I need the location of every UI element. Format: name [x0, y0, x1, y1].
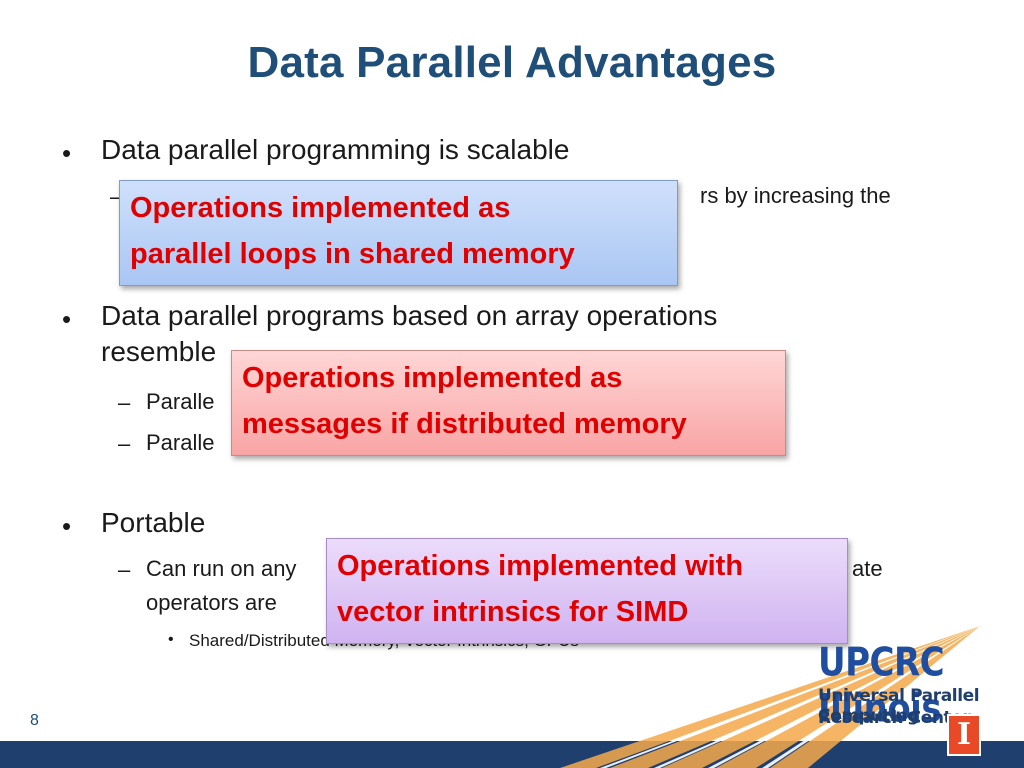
bullet-icon: • [62, 304, 72, 334]
sub-bullet-text: Can run on any [146, 556, 297, 581]
upcrc-logo-title: UPCRC Illinois [818, 640, 945, 732]
callout-line: parallel loops in shared memory [130, 238, 575, 270]
bullet-text: Data parallel programming is scalable [101, 134, 570, 165]
callout-line: Operations implemented as [242, 362, 623, 394]
footer-bar [0, 741, 1024, 768]
sub-bullet-text-end: ate [852, 556, 883, 581]
callout-distributed-memory: Operations implemented as messages if di… [231, 350, 786, 456]
callout-line: Operations implemented with [337, 550, 744, 582]
callout-shared-memory: Operations implemented as parallel loops… [119, 180, 678, 286]
dash-icon: – [118, 390, 131, 415]
bullet-icon: • [62, 511, 72, 541]
sub-bullet-text-continued: operators are [146, 590, 277, 615]
upcrc-logo-subtitle: Universal Parallel Computing [818, 686, 980, 726]
callout-line: Operations implemented as [130, 192, 511, 224]
callout-vector-simd: Operations implemented with vector intri… [326, 538, 848, 644]
illinois-block-i-icon: I [947, 714, 981, 756]
bullet-text: Portable [101, 507, 206, 538]
upcrc-logo-subtitle-2: Research Center [818, 708, 971, 728]
page-number: 8 [30, 712, 39, 729]
callout-line: vector intrinsics for SIMD [337, 596, 689, 628]
bullet-text-continued: resemble [101, 336, 217, 367]
bullet-icon: • [62, 138, 72, 168]
sub-bullet-text: rs by increasing the [700, 183, 891, 208]
callout-line: messages if distributed memory [242, 408, 687, 440]
bullet-icon: • [168, 631, 174, 648]
sub-bullet-text: Paralle [146, 389, 215, 414]
bullet-text: Data parallel programs based on array op… [101, 300, 718, 331]
sub-bullet-text: Paralle [146, 430, 215, 455]
dash-icon: – [118, 557, 131, 582]
slide-title: Data Parallel Advantages [247, 38, 777, 87]
dash-icon: – [118, 431, 131, 456]
